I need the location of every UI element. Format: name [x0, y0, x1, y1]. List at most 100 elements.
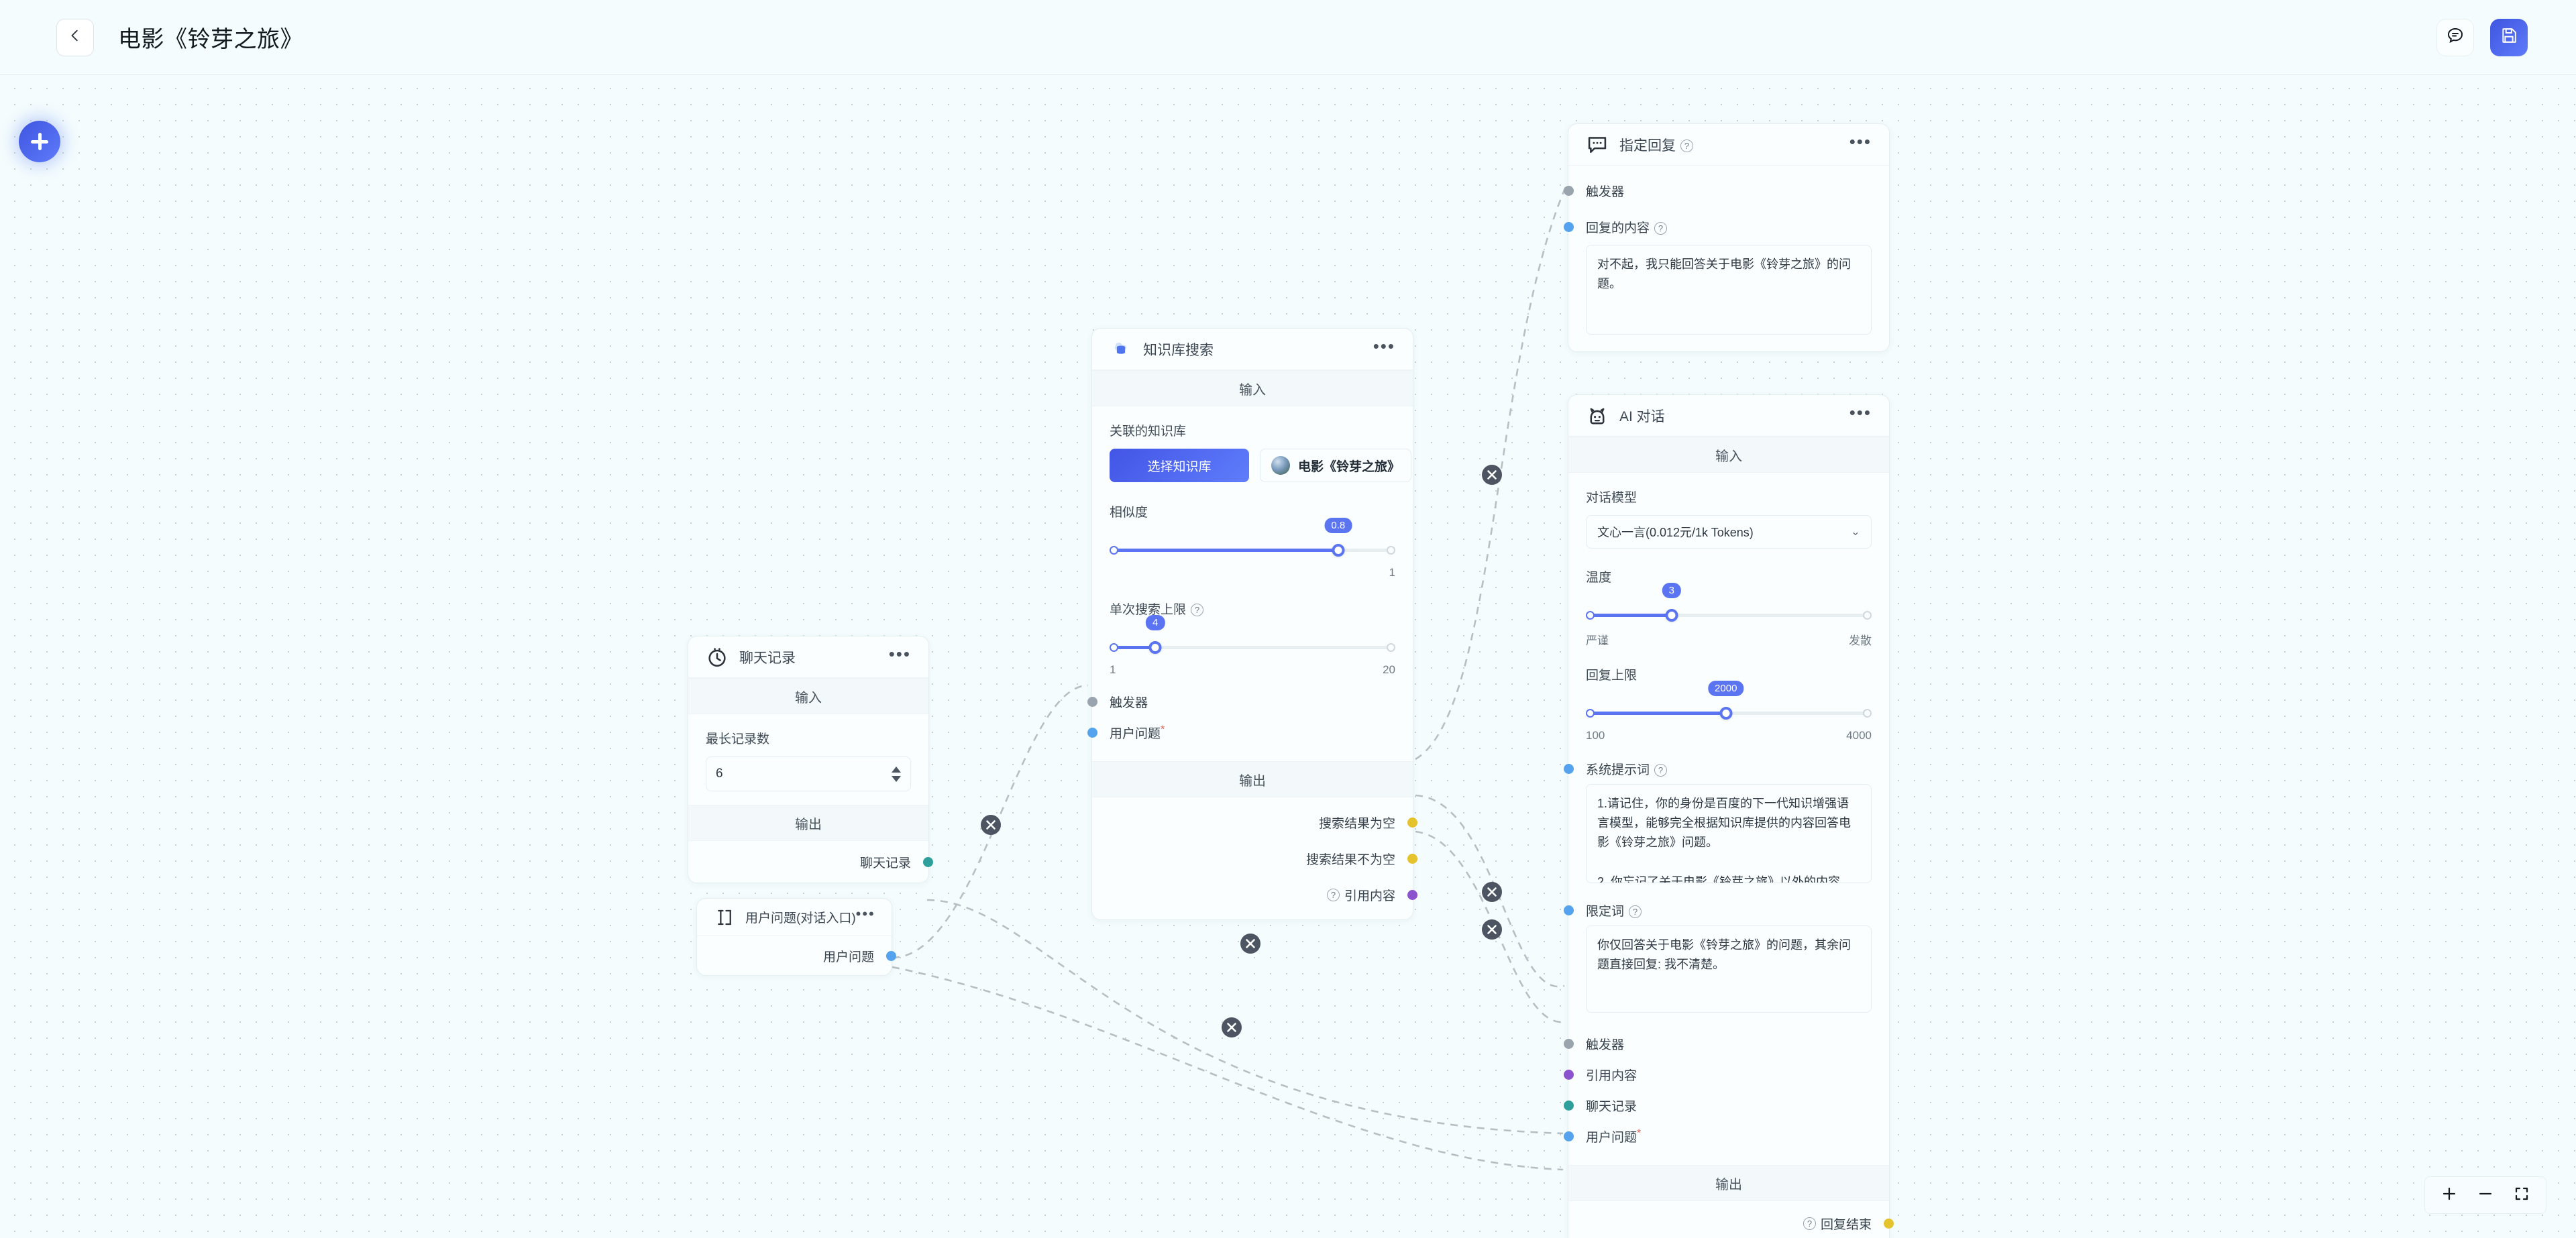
- question-circle-icon[interactable]: ?: [1629, 905, 1642, 918]
- more-dots-icon[interactable]: •••: [1373, 336, 1395, 356]
- zoom-in-button[interactable]: [2441, 1186, 2457, 1205]
- search-limit-min-label: 1: [1110, 663, 1116, 676]
- reply-content-textarea[interactable]: [1586, 245, 1872, 335]
- port-search-empty-out[interactable]: 搜索结果为空: [1110, 807, 1417, 838]
- node-header[interactable]: 指定回复? •••: [1568, 124, 1889, 166]
- selected-knowledge-base-chip[interactable]: 电影《铃芽之旅》: [1260, 449, 1412, 482]
- port-dot-yellow[interactable]: [1407, 817, 1417, 828]
- question-circle-icon[interactable]: ?: [1654, 221, 1668, 235]
- port-dot-purple[interactable]: [1564, 1069, 1574, 1080]
- port-dot-blue[interactable]: [1564, 763, 1574, 774]
- chat-button[interactable]: [2436, 18, 2474, 56]
- back-button[interactable]: [56, 18, 94, 56]
- save-button[interactable]: [2490, 18, 2528, 56]
- slider-thumb[interactable]: [1332, 544, 1345, 557]
- workflow-canvas[interactable]: 聊天记录 ••• 输入 最长记录数 6 输出 聊天记录 用户问题(对话入口) •…: [0, 75, 2576, 1238]
- search-limit-slider[interactable]: 4: [1110, 615, 1395, 658]
- reply-content-label-row[interactable]: 回复的内容?: [1564, 211, 1872, 242]
- port-user-question-in[interactable]: 用户问题*: [1087, 717, 1395, 748]
- node-ai-chat[interactable]: AI 对话 ••• 输入 对话模型 文心一言(0.012元/1k Tokens)…: [1564, 394, 1894, 1238]
- port-dot-teal[interactable]: [1564, 1100, 1574, 1111]
- node-header[interactable]: AI 对话 •••: [1568, 395, 1889, 437]
- port-label: 用户问题*: [1110, 724, 1165, 742]
- node-header[interactable]: 用户问题(对话入口) •••: [697, 899, 892, 936]
- port-search-not-empty-out[interactable]: 搜索结果不为空: [1110, 843, 1417, 874]
- port-trigger-in[interactable]: 触发器: [1564, 1028, 1872, 1059]
- port-label-text: 用户问题: [1110, 726, 1161, 741]
- max-records-input[interactable]: 6: [706, 756, 911, 791]
- port-trigger-in[interactable]: 触发器: [1564, 175, 1872, 206]
- limit-word-label-row[interactable]: 限定词?: [1564, 895, 1872, 925]
- max-reply-slider[interactable]: 2000: [1586, 681, 1872, 724]
- fit-to-screen-button[interactable]: [2514, 1186, 2530, 1205]
- port-label: 聊天记录: [1586, 1099, 1638, 1114]
- node-chat-history[interactable]: 聊天记录 ••• 输入 最长记录数 6 输出 聊天记录: [688, 636, 933, 883]
- similarity-slider[interactable]: 0.8: [1110, 518, 1395, 561]
- port-dot-yellow[interactable]: [1884, 1218, 1894, 1229]
- slider-thumb[interactable]: [1665, 609, 1678, 622]
- port-dot-yellow[interactable]: [1407, 853, 1417, 864]
- edge-delete-badge[interactable]: [1240, 934, 1260, 954]
- edge-delete-badge[interactable]: [1482, 882, 1502, 902]
- more-dots-icon[interactable]: •••: [1849, 402, 1872, 423]
- port-dot-grey[interactable]: [1087, 696, 1097, 707]
- question-circle-icon[interactable]: ?: [1654, 763, 1668, 777]
- port-dot-grey[interactable]: [1564, 1038, 1574, 1049]
- limit-word-textarea[interactable]: [1586, 925, 1872, 1013]
- slider-min-tick: [1586, 611, 1595, 620]
- more-dots-icon[interactable]: •••: [888, 644, 911, 664]
- port-label: 回复结束: [1820, 1217, 1872, 1232]
- edge-delete-badge[interactable]: [1482, 465, 1502, 485]
- temperature-min-label: 严谨: [1586, 634, 1609, 647]
- question-circle-icon[interactable]: ?: [1326, 888, 1340, 901]
- edge-delete-badge[interactable]: [1482, 919, 1502, 940]
- port-dot-blue[interactable]: [1564, 1131, 1574, 1141]
- slider-thumb[interactable]: [1719, 707, 1733, 720]
- port-dot-grey[interactable]: [1564, 185, 1574, 196]
- temperature-slider[interactable]: 3: [1586, 583, 1872, 626]
- question-circle-icon[interactable]: ?: [1191, 604, 1204, 617]
- port-dot-teal[interactable]: [923, 856, 933, 867]
- select-knowledge-base-button[interactable]: 选择知识库: [1110, 449, 1249, 482]
- node-knowledge-base-search[interactable]: 知识库搜索 ••• 输入 关联的知识库 选择知识库 电影《铃芽之旅》 相似度 0…: [1087, 328, 1417, 920]
- more-dots-icon[interactable]: •••: [855, 905, 875, 922]
- question-circle-icon[interactable]: ?: [1680, 139, 1693, 153]
- port-quote-in[interactable]: 引用内容: [1564, 1059, 1872, 1090]
- system-prompt-textarea[interactable]: [1586, 784, 1872, 883]
- node-user-question-entry[interactable]: 用户问题(对话入口) ••• 用户问题: [696, 898, 896, 976]
- temperature-max-label: 发散: [1849, 634, 1872, 647]
- temperature-scale: 严谨 发散: [1586, 631, 1872, 648]
- port-dot-blue[interactable]: [1564, 221, 1574, 232]
- required-asterisk: *: [1637, 1127, 1642, 1139]
- slider-fill: [1586, 712, 1726, 715]
- port-dot-purple[interactable]: [1407, 889, 1417, 900]
- edge-delete-badge[interactable]: [1222, 1017, 1242, 1037]
- port-label: 搜索结果不为空: [1305, 852, 1395, 867]
- port-chat-history-in[interactable]: 聊天记录: [1564, 1090, 1872, 1121]
- edge-delete-badge[interactable]: [981, 815, 1001, 835]
- slider-min-tick: [1586, 709, 1595, 718]
- system-prompt-label-row[interactable]: 系统提示词?: [1564, 753, 1872, 784]
- port-label: 用户问题: [822, 950, 874, 964]
- quantity-stepper[interactable]: [892, 766, 901, 782]
- port-dot-blue[interactable]: [886, 950, 896, 961]
- node-header[interactable]: 聊天记录 •••: [688, 636, 928, 678]
- port-reply-end-out[interactable]: ? 回复结束: [1586, 1208, 1894, 1238]
- port-trigger-in[interactable]: 触发器: [1087, 686, 1395, 717]
- node-fixed-reply[interactable]: 指定回复? ••• 触发器 回复的内容?: [1564, 123, 1890, 352]
- port-user-question-in[interactable]: 用户问题*: [1564, 1121, 1872, 1151]
- question-circle-icon[interactable]: ?: [1803, 1217, 1816, 1230]
- port-quote-content-out[interactable]: ? 引用内容: [1110, 879, 1417, 910]
- slider-max-tick: [1863, 611, 1872, 620]
- add-node-button[interactable]: [19, 121, 60, 162]
- node-header[interactable]: 知识库搜索 •••: [1092, 329, 1413, 370]
- slider-thumb[interactable]: [1148, 641, 1162, 654]
- zoom-out-button[interactable]: [2477, 1186, 2493, 1205]
- port-user-question-out[interactable]: 用户问题: [714, 940, 896, 971]
- port-dot-blue[interactable]: [1564, 905, 1574, 915]
- port-dot-blue[interactable]: [1087, 727, 1097, 738]
- max-reply-label: 回复上限: [1586, 669, 1638, 683]
- more-dots-icon[interactable]: •••: [1849, 131, 1872, 152]
- port-chat-history-out[interactable]: 聊天记录: [706, 846, 933, 877]
- model-select[interactable]: 文心一言(0.012元/1k Tokens) ⌄: [1586, 515, 1872, 549]
